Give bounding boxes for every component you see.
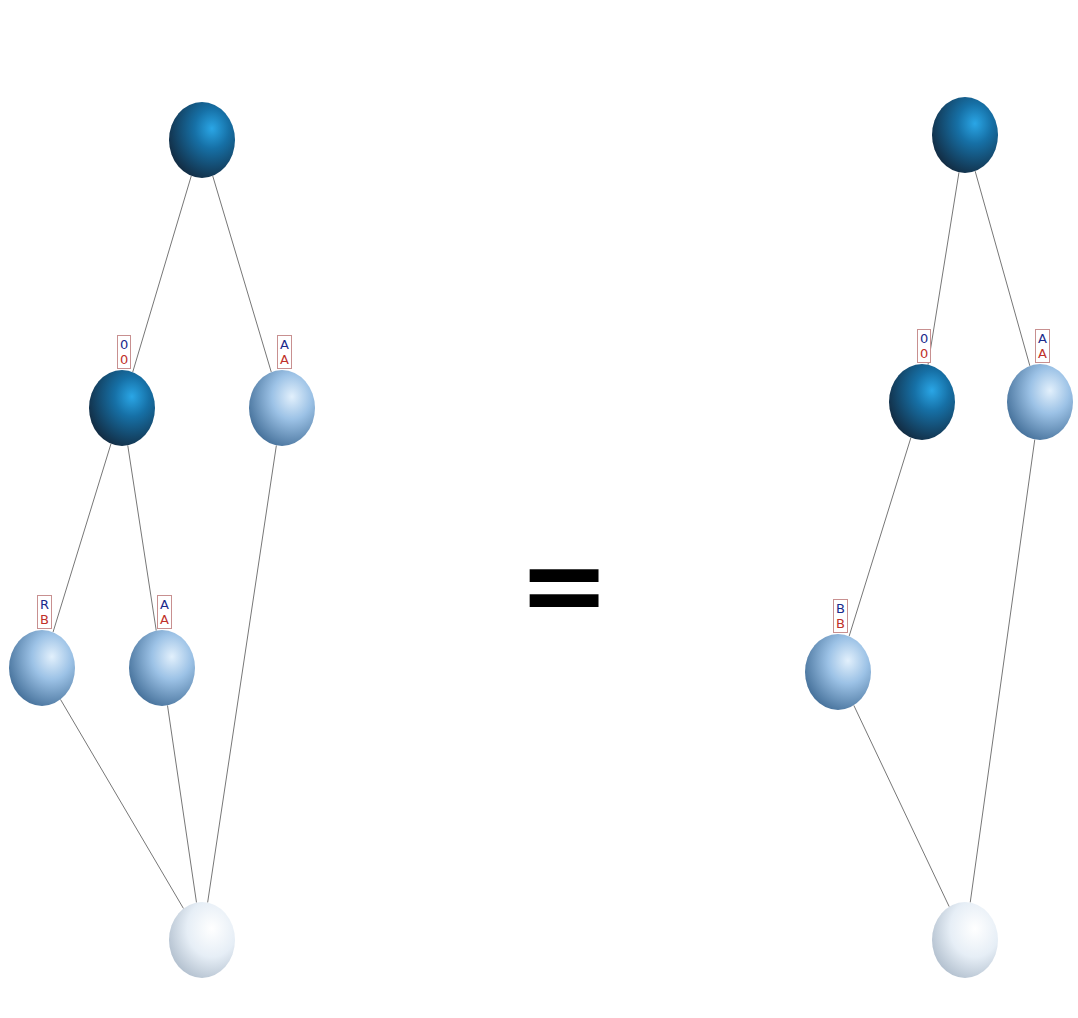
node-label: BB <box>833 599 848 633</box>
lattice-node: RB <box>7 595 77 708</box>
lattice-edge <box>53 444 111 632</box>
label-letter: A <box>1038 331 1047 346</box>
lattice-edge <box>928 172 959 364</box>
lattice-edge <box>61 699 184 908</box>
lattice-edge <box>128 445 156 630</box>
label-letter: R <box>40 597 49 612</box>
sphere-body <box>1007 364 1073 440</box>
node-label: AA <box>277 335 292 369</box>
sphere-body <box>169 902 235 978</box>
sphere <box>1005 362 1075 442</box>
sphere <box>87 368 157 448</box>
label-letter: 0 <box>920 331 928 346</box>
lattice-node <box>930 900 1000 980</box>
node-label: AA <box>1035 329 1050 363</box>
lattice-edge <box>970 440 1035 903</box>
lattice-node: 00 <box>87 335 157 448</box>
node-label: RB <box>37 595 52 629</box>
sphere-body <box>889 364 955 440</box>
sphere <box>7 628 77 708</box>
lattice-node: BB <box>803 599 873 712</box>
label-letter: A <box>160 612 169 627</box>
label-letter: 0 <box>920 346 928 361</box>
label-letter: A <box>1038 346 1047 361</box>
sphere <box>930 900 1000 980</box>
sphere <box>247 368 317 448</box>
sphere-body <box>169 102 235 178</box>
sphere <box>167 100 237 180</box>
sphere <box>167 900 237 980</box>
label-letter: A <box>160 597 169 612</box>
sphere <box>887 362 957 442</box>
sphere-body <box>932 97 998 173</box>
lattice-node: AA <box>247 335 317 448</box>
label-letter: 0 <box>120 337 128 352</box>
lattice-edge <box>168 705 197 902</box>
node-label: 00 <box>117 335 131 369</box>
lattice-node <box>167 900 237 980</box>
lattice-edge <box>975 171 1030 366</box>
sphere <box>127 628 197 708</box>
label-letter: A <box>280 337 289 352</box>
label-letter: B <box>40 612 49 627</box>
node-label: 00 <box>917 329 931 363</box>
lattice-edge <box>849 438 911 636</box>
label-letter: B <box>836 616 845 631</box>
lattice-edge <box>208 445 277 902</box>
label-letter: 0 <box>120 352 128 367</box>
sphere-body <box>932 902 998 978</box>
lattice-edge <box>213 176 272 372</box>
label-letter: B <box>836 601 845 616</box>
lattice-edge <box>133 176 192 372</box>
sphere-body <box>805 634 871 710</box>
lattice-edge <box>854 705 949 906</box>
lattice-node: AA <box>127 595 197 708</box>
sphere <box>803 632 873 712</box>
lattice-node: AA <box>1005 329 1075 442</box>
node-label: AA <box>157 595 172 629</box>
equals-sign: = <box>518 530 610 640</box>
label-letter: A <box>280 352 289 367</box>
sphere-body <box>89 370 155 446</box>
sphere <box>930 95 1000 175</box>
lattice-node <box>930 95 1000 175</box>
lattice-node <box>167 100 237 180</box>
sphere-body <box>129 630 195 706</box>
sphere-body <box>9 630 75 706</box>
lattice-node: 00 <box>887 329 957 442</box>
sphere-body <box>249 370 315 446</box>
